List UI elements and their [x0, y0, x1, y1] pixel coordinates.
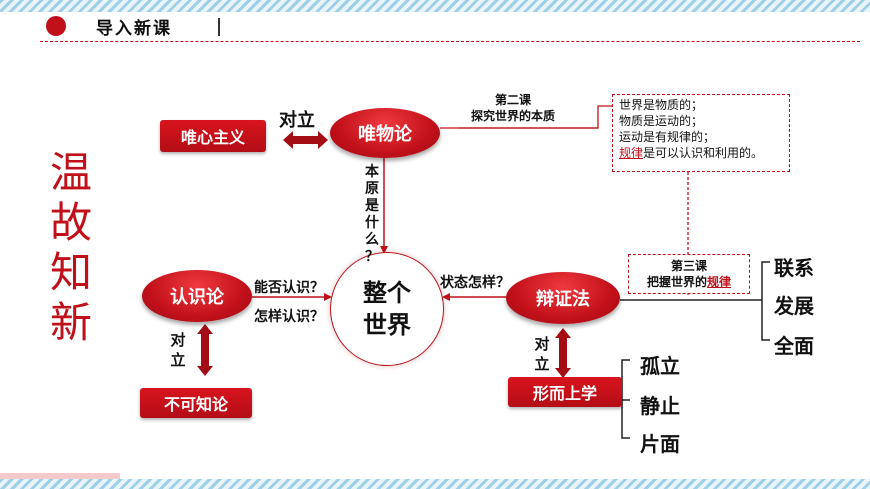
label-opposition-right: 对 立: [534, 335, 550, 373]
bracket-metaphysics: [621, 359, 630, 439]
page-title: 导入新课: [96, 19, 172, 39]
node-whole-world: 整个 世界: [330, 252, 444, 366]
top-decorative-stripe: [0, 0, 870, 12]
world-line2: 世界: [363, 311, 411, 339]
notes-highlight: 规律: [619, 146, 644, 160]
label-opposition: 对立: [279, 110, 315, 131]
label-opposition-left: 对 立: [170, 331, 186, 369]
trait-one-sided: 片面: [640, 432, 680, 456]
label-state-question: 状态怎样？: [440, 275, 510, 291]
node-metaphysics: 形而上学: [508, 377, 622, 407]
label-origin-question: 本 原 是 什 么 ？: [365, 164, 379, 265]
notes-box: 世界是物质的； 物质是运动的； 运动是有规律的； 规律是可以认识和利用的。: [612, 94, 790, 172]
label-how-know: 怎样认识？: [254, 309, 324, 325]
side-title-char: 新: [49, 298, 92, 347]
trait-isolated: 孤立: [640, 354, 680, 378]
lesson2-label: 第二课 探究世界的本质: [470, 93, 555, 123]
bottom-decorative-stripe: [0, 479, 870, 489]
node-idealism: 唯心主义: [160, 120, 266, 152]
double-arrow-horizontal: [283, 131, 328, 149]
side-title-char: 知: [49, 248, 92, 297]
world-line1: 整个: [363, 279, 411, 307]
side-title-char: 温: [49, 148, 92, 197]
side-title-char: 故: [49, 198, 92, 247]
node-dialectics: 辩证法: [506, 272, 620, 324]
double-arrow-vertical-left: [197, 324, 213, 376]
bracket-dialectics-vertical: [761, 261, 770, 341]
trait-development: 发展: [774, 294, 814, 318]
node-materialism: 唯物论: [330, 108, 440, 158]
trait-comprehensive: 全面: [774, 334, 814, 358]
node-agnosticism: 不可知论: [140, 388, 252, 418]
label-can-know: 能否认识？: [254, 280, 324, 296]
bottom-accent: [0, 473, 120, 479]
trait-static: 静止: [640, 394, 680, 418]
header-dashed-line: [40, 41, 860, 42]
double-arrow-vertical-right: [555, 328, 571, 378]
node-epistemology: 认识论: [142, 270, 252, 322]
lesson3-box: 第三课 把握世界的规律: [628, 254, 750, 294]
side-title: 温 故 知 新: [48, 148, 94, 348]
lesson3-highlight: 规律: [707, 275, 732, 289]
trait-connection: 联系: [774, 256, 814, 280]
header-divider: [218, 18, 220, 36]
header-bullet-dot: [46, 16, 66, 36]
